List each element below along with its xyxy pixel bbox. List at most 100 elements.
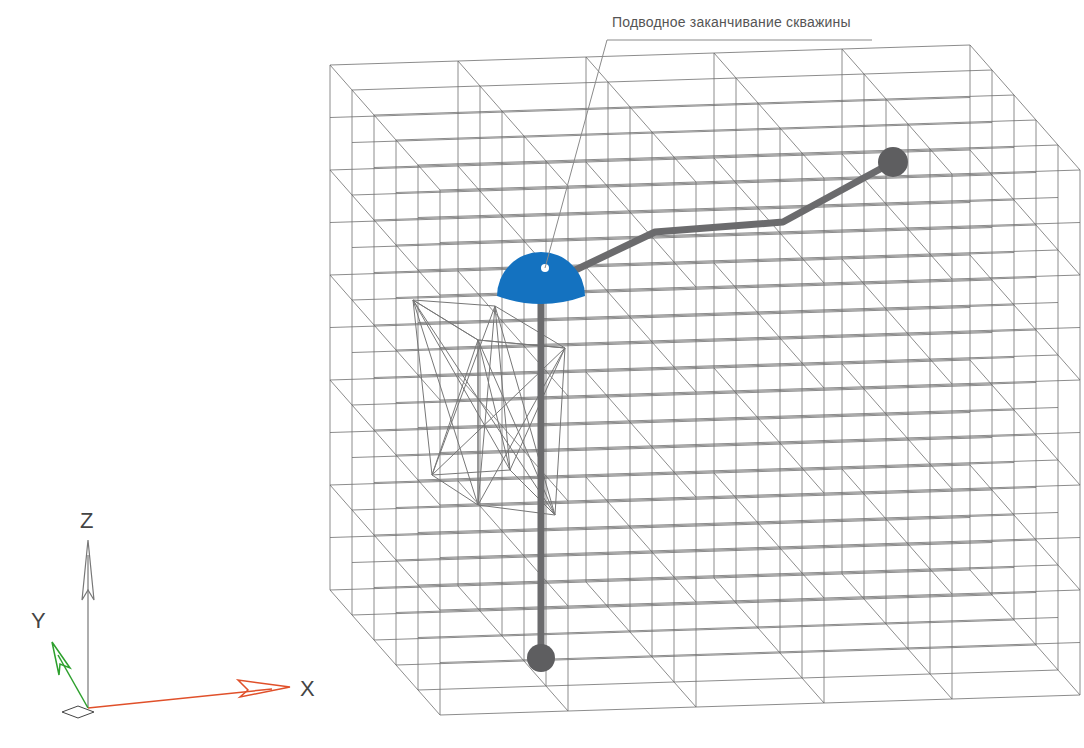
grid-line bbox=[842, 259, 952, 384]
grid-line bbox=[586, 57, 696, 182]
well-target bbox=[878, 147, 908, 177]
grid-line bbox=[374, 95, 1014, 115]
grid-line bbox=[352, 385, 992, 405]
grid-line bbox=[586, 372, 696, 497]
grid-line bbox=[374, 200, 1014, 220]
grid-line bbox=[970, 150, 1080, 275]
grid-line bbox=[330, 98, 970, 118]
grid-line bbox=[330, 485, 440, 610]
grid-line bbox=[418, 145, 1058, 165]
grid-line bbox=[396, 120, 1036, 140]
grid-line bbox=[970, 360, 1080, 485]
grid-line bbox=[418, 460, 1058, 480]
grid-line bbox=[396, 383, 1036, 403]
x-axis bbox=[88, 689, 272, 708]
z-arrowhead bbox=[82, 540, 94, 600]
grid-line bbox=[440, 538, 1080, 558]
grid-line bbox=[330, 150, 970, 170]
grid-line bbox=[714, 368, 824, 493]
grid-line bbox=[970, 255, 1080, 380]
grid-line bbox=[352, 595, 992, 615]
grid-line bbox=[352, 175, 992, 195]
grid-line bbox=[330, 465, 970, 485]
grid-line bbox=[374, 305, 1014, 325]
grid-line bbox=[970, 465, 1080, 590]
grid-line bbox=[396, 540, 1036, 560]
grid-line bbox=[330, 255, 970, 275]
grid-line bbox=[330, 518, 970, 538]
grid-line bbox=[440, 485, 1080, 505]
grid-line bbox=[458, 376, 568, 501]
x-arrowhead bbox=[238, 680, 290, 697]
grid-line bbox=[396, 488, 1036, 508]
grid-line bbox=[714, 53, 824, 178]
grid-line bbox=[330, 590, 440, 715]
grid-line bbox=[374, 358, 1014, 378]
grid-line bbox=[352, 333, 992, 353]
grid-line bbox=[440, 170, 1080, 190]
grid-line bbox=[330, 360, 970, 380]
grid-line bbox=[586, 162, 696, 287]
grid-line bbox=[330, 65, 440, 190]
grid-line bbox=[396, 173, 1036, 193]
grid-line bbox=[352, 123, 992, 143]
grid-line bbox=[352, 490, 992, 510]
axis-label: Y bbox=[31, 608, 46, 634]
callout-label: Подводное заканчивание скважины bbox=[612, 14, 851, 30]
well-trajectory bbox=[541, 162, 893, 655]
deviated-well bbox=[565, 162, 893, 275]
axis-triad bbox=[52, 540, 290, 718]
z-axis bbox=[87, 555, 88, 708]
grid-line bbox=[352, 438, 992, 458]
grid-line bbox=[396, 278, 1036, 298]
grid-line bbox=[842, 574, 952, 699]
grid-line bbox=[458, 586, 568, 711]
leader-line bbox=[545, 40, 872, 268]
grid-line bbox=[842, 469, 952, 594]
reservoir-grid bbox=[330, 45, 1080, 715]
subsea-completion bbox=[497, 252, 585, 304]
grid-line bbox=[418, 670, 1058, 690]
grid-line bbox=[352, 543, 992, 563]
grid-line bbox=[330, 308, 970, 328]
grid-line bbox=[714, 473, 824, 598]
y-arrowhead bbox=[52, 642, 70, 675]
grid-line bbox=[842, 364, 952, 489]
grid-line bbox=[458, 481, 568, 606]
grid-line bbox=[440, 590, 1080, 610]
axis-label: Z bbox=[80, 508, 93, 534]
y-axis bbox=[58, 655, 88, 708]
grid-line bbox=[586, 477, 696, 602]
axis-label: X bbox=[300, 676, 315, 702]
grid-line bbox=[418, 565, 1058, 585]
grid-line bbox=[440, 380, 1080, 400]
cube-diagonal bbox=[432, 348, 565, 475]
grid-line bbox=[440, 695, 1080, 715]
grid-line bbox=[586, 582, 696, 707]
grid-line bbox=[330, 203, 970, 223]
grid-line bbox=[352, 70, 992, 90]
cube-face bbox=[478, 340, 565, 515]
vertical-well bbox=[538, 300, 545, 655]
cube-diagonal bbox=[495, 306, 555, 515]
grid-line bbox=[330, 170, 440, 295]
grid-line bbox=[396, 645, 1036, 665]
grid-line bbox=[418, 408, 1058, 428]
grid-line bbox=[374, 620, 1014, 640]
cube-diagonal bbox=[478, 348, 565, 505]
grid-line bbox=[330, 45, 970, 65]
grid-line bbox=[418, 303, 1058, 323]
grid-line bbox=[374, 148, 1014, 168]
grid-line bbox=[352, 280, 992, 300]
grid-line bbox=[586, 267, 696, 392]
grid-line bbox=[418, 618, 1058, 638]
grid-line bbox=[396, 593, 1036, 613]
grid-line bbox=[970, 45, 1080, 170]
grid-line bbox=[374, 515, 1014, 535]
grid-line bbox=[418, 513, 1058, 533]
grid-line bbox=[330, 570, 970, 590]
cube-diagonal bbox=[478, 340, 510, 470]
grid-line bbox=[714, 578, 824, 703]
